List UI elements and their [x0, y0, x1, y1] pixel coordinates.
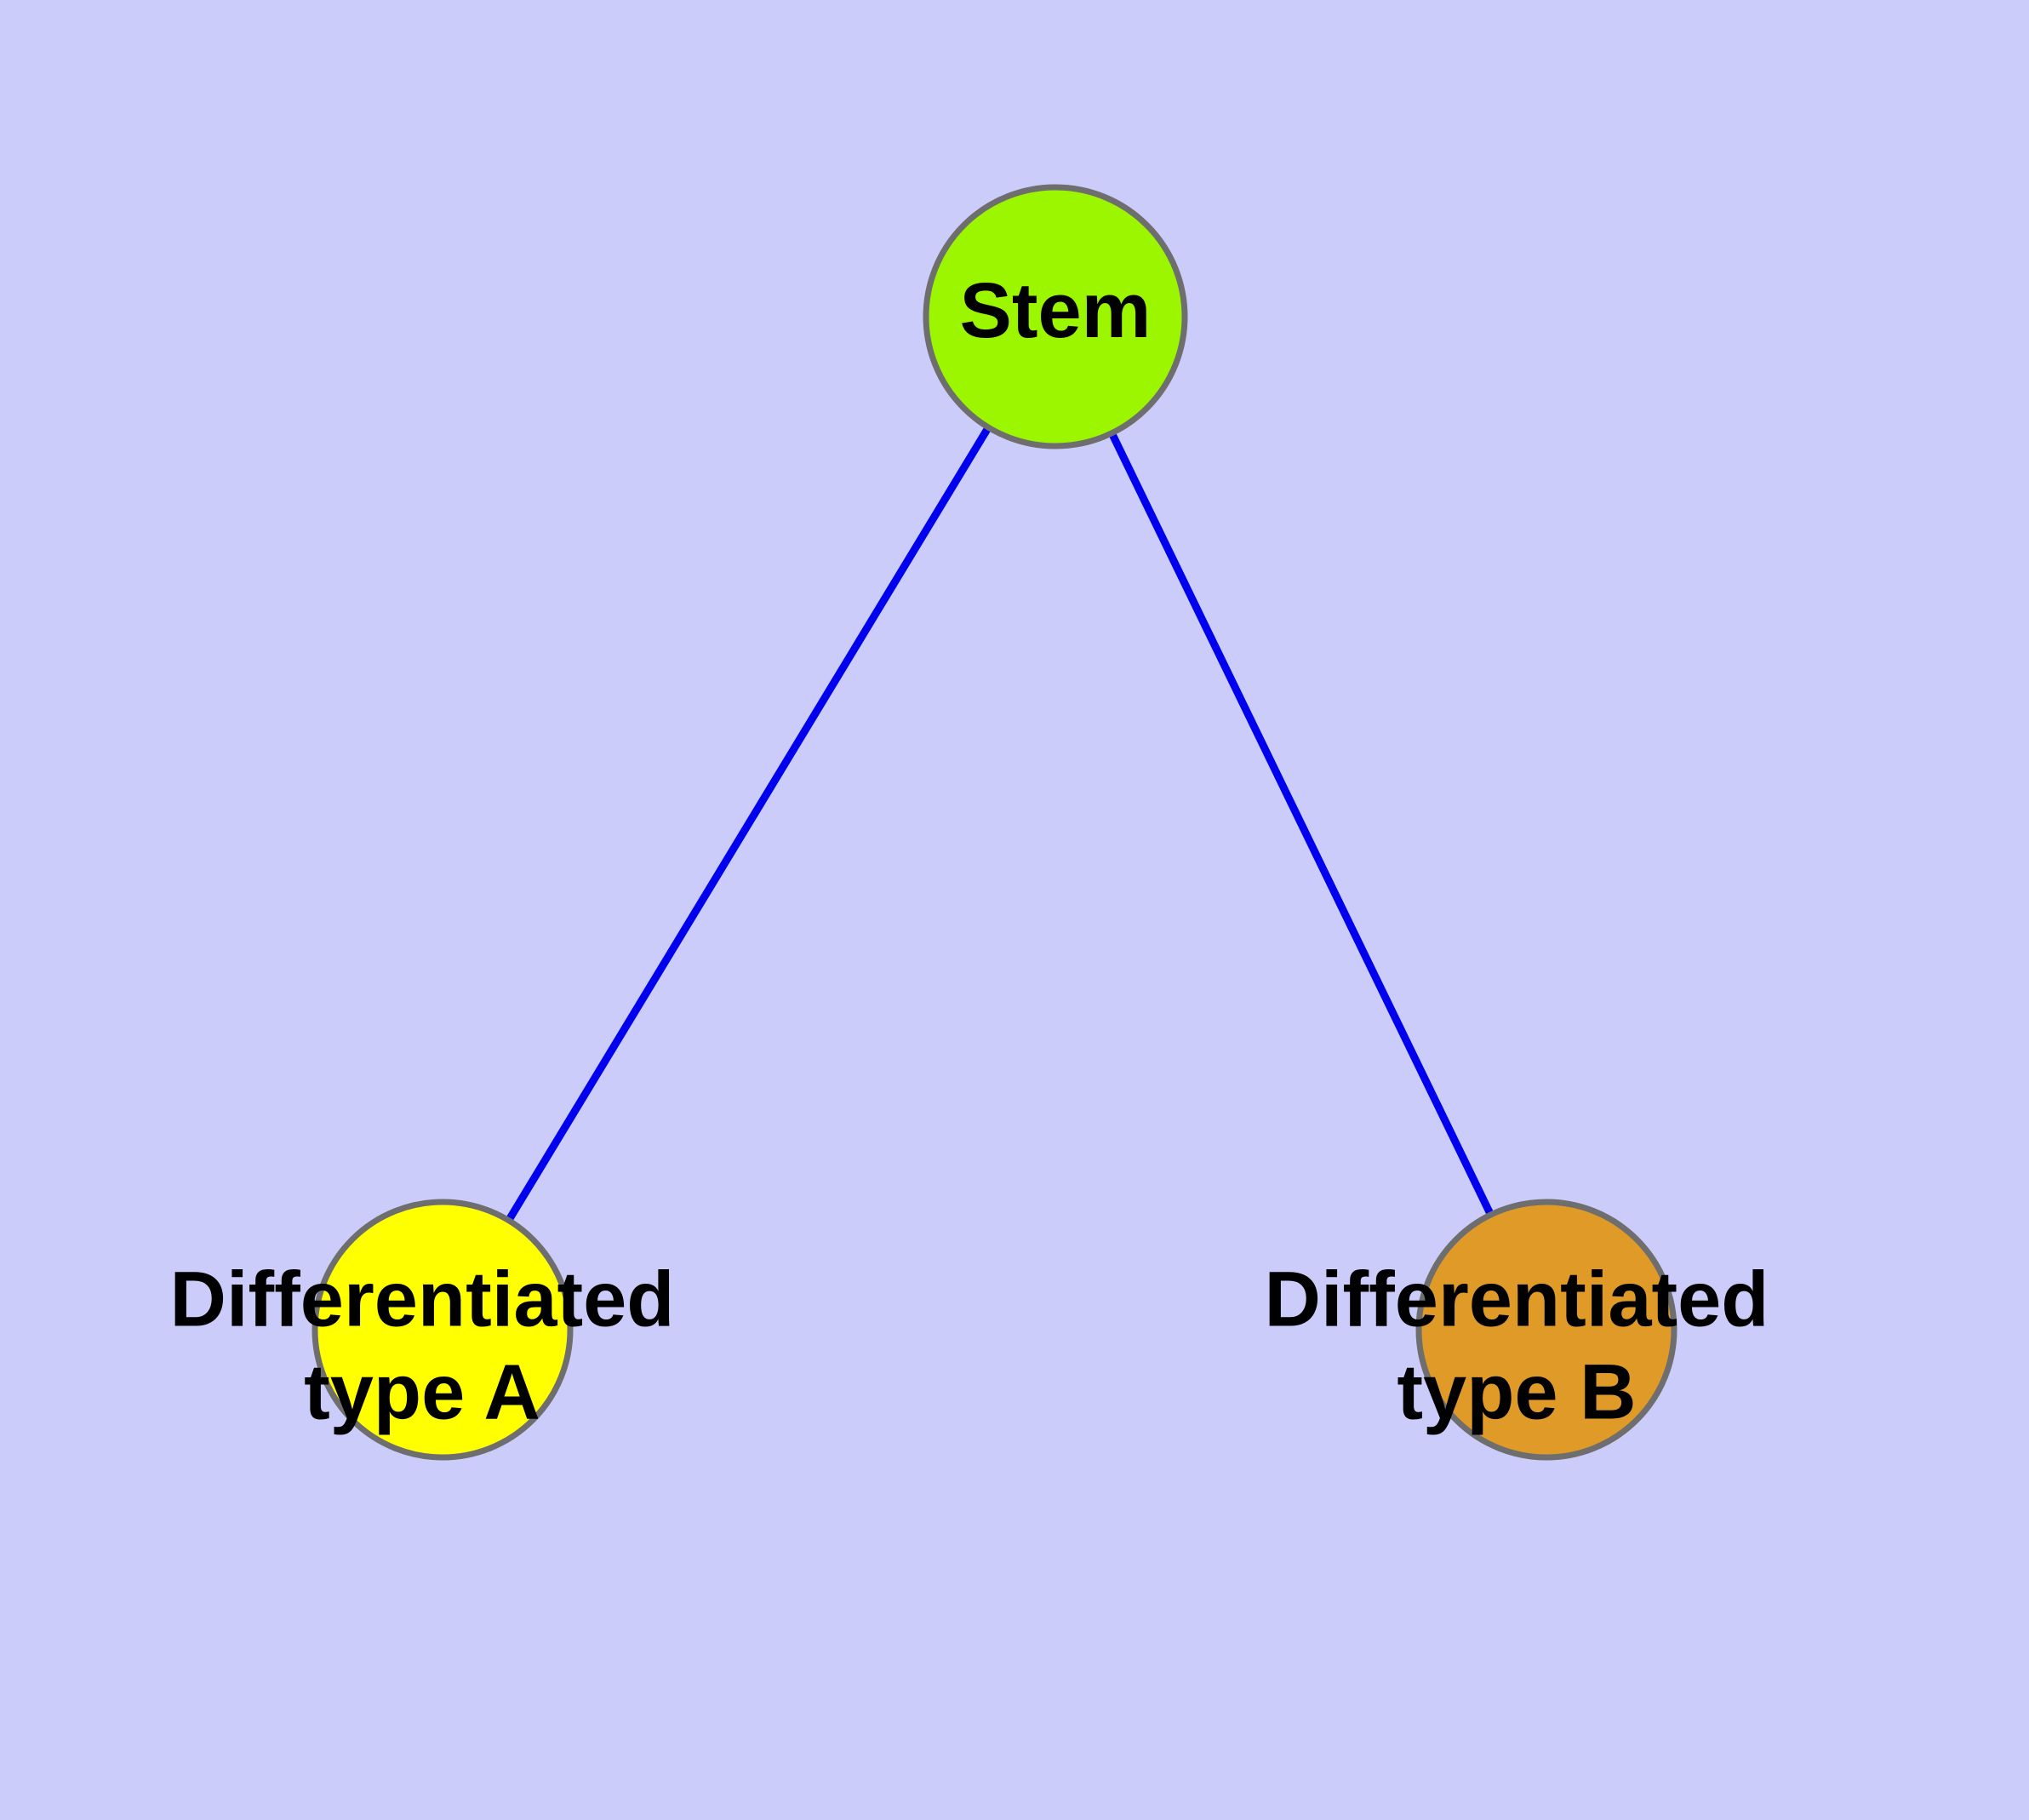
node-label-line: type A — [304, 1349, 540, 1436]
node-label-line: Differentiated — [170, 1256, 675, 1343]
node-label-line: Stem — [960, 267, 1152, 354]
edges-layer — [503, 422, 1496, 1226]
node-label-stem: Stem — [960, 267, 1152, 354]
graph-edge — [1106, 428, 1496, 1220]
node-circle-diff_b[interactable] — [1415, 1199, 1677, 1461]
node-circle-diff_a[interactable] — [311, 1199, 574, 1461]
node-label-line: type B — [1397, 1349, 1636, 1436]
graph-edge — [503, 422, 994, 1226]
node-label-line: Differentiated — [1265, 1256, 1769, 1343]
graph-node-stem[interactable]: Stem — [923, 184, 1188, 449]
node-circle-stem[interactable] — [923, 184, 1188, 449]
